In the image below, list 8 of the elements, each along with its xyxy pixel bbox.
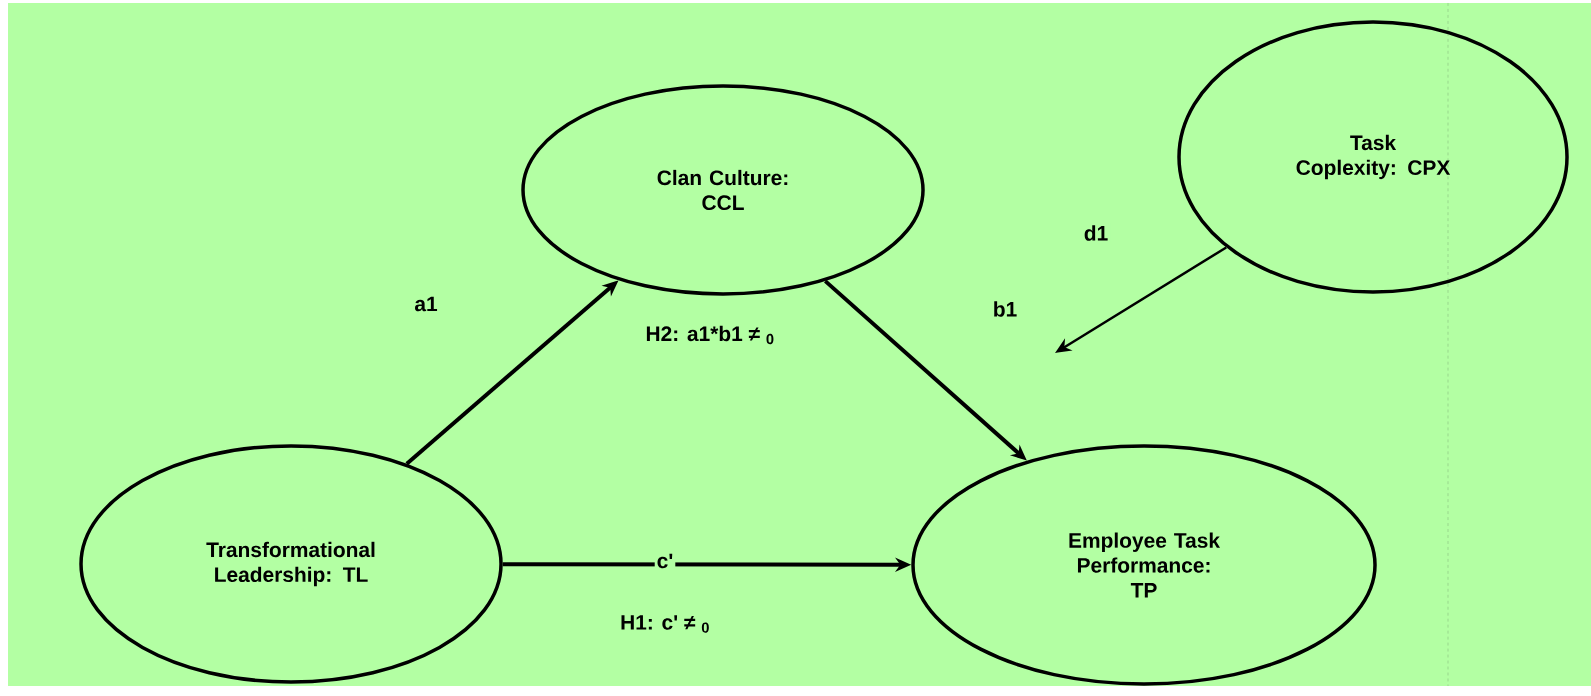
ellipse-node: Clan Culture: CCL (521, 84, 925, 296)
hypothesis-label: H2: a1*b1 ≠ $_{0}$ (646, 325, 774, 345)
edge-label: d1 (1081, 223, 1111, 243)
ellipse-node: Employee Task Performance: TP (911, 444, 1377, 686)
ellipse-node: Task Coplexity: CPX (1177, 20, 1569, 294)
ellipse-node: Transformational Leadership: TL (79, 444, 503, 684)
hypothesis-label: H1: c' ≠ $_{0}$ (621, 615, 709, 633)
edge-label: b1 (990, 299, 1020, 319)
